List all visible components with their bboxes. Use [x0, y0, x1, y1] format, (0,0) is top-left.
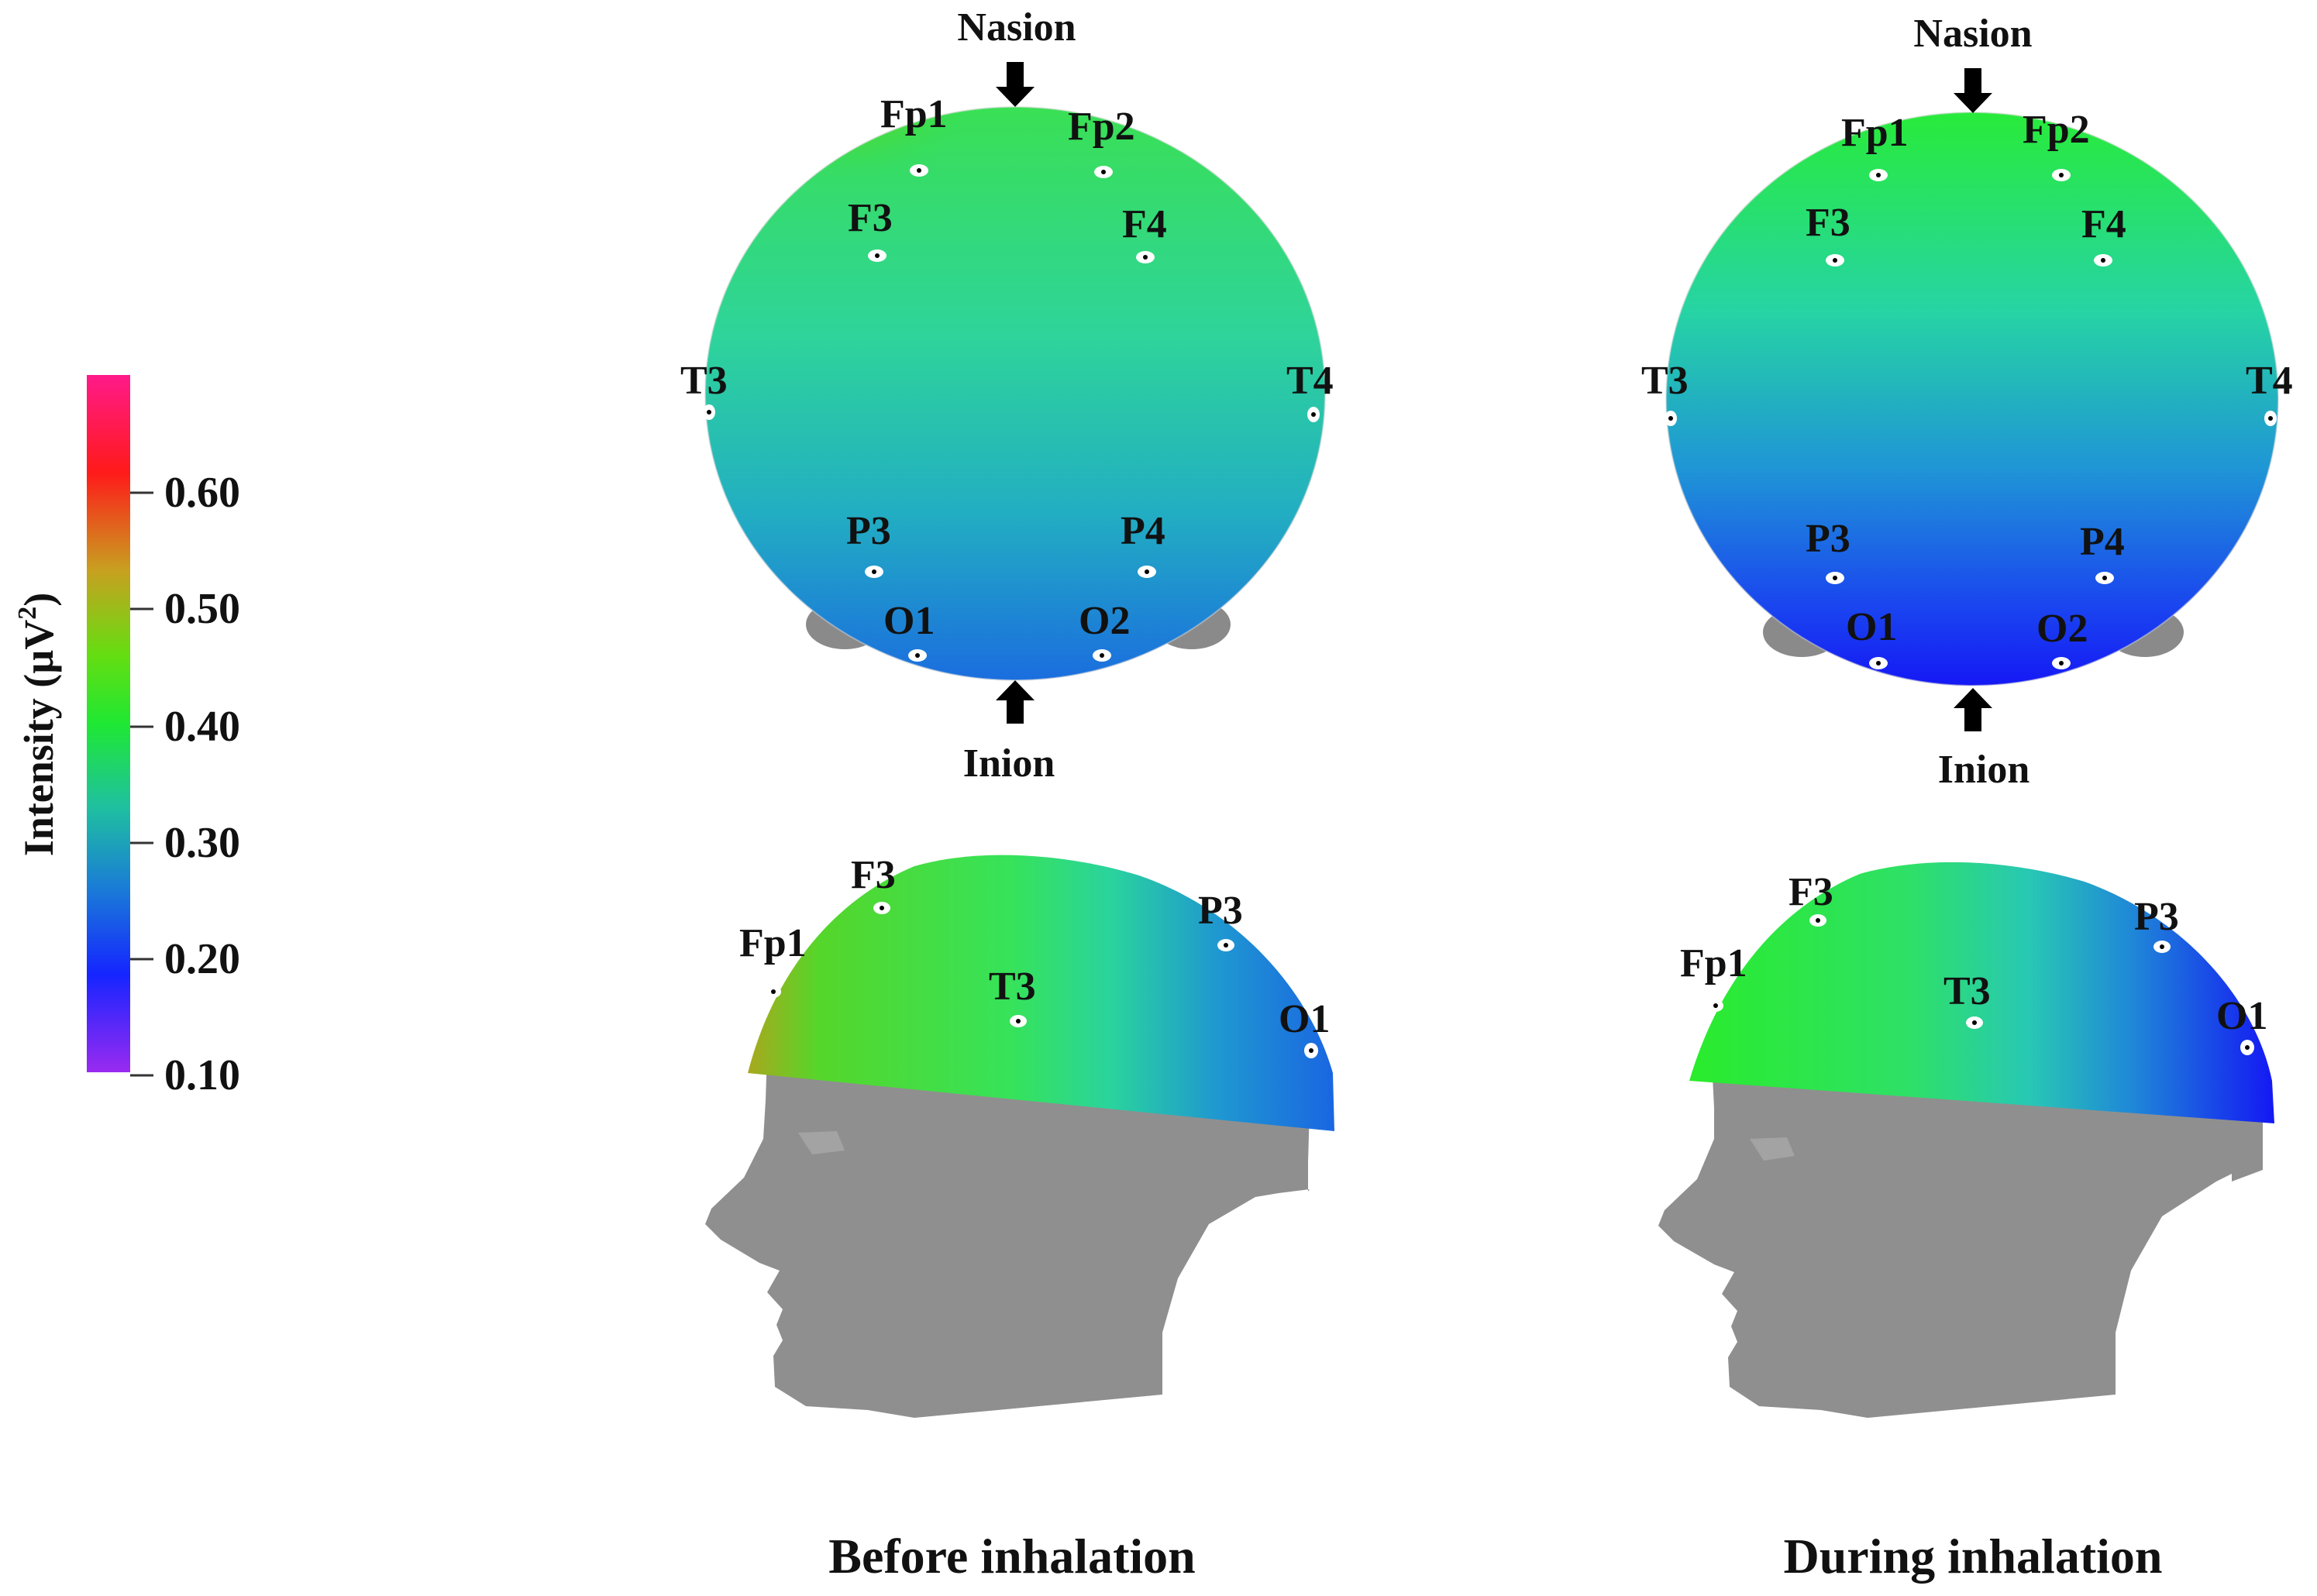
electrode-label: O2	[2036, 607, 2088, 651]
electrode-label: Fp1	[739, 921, 807, 965]
panel-caption-before: Before inhalation	[828, 1529, 1196, 1584]
electrode-marker	[1869, 657, 1888, 669]
panel-before-top-view: Nasion Inion Fp1 Fp2 F3 F4 T3 T4 P3 P4 O…	[680, 5, 1334, 786]
electrode-label: P3	[1806, 517, 1851, 561]
electrode-marker	[1809, 914, 1826, 927]
electrode-label: O1	[1846, 605, 1897, 649]
electrode-marker	[2052, 657, 2071, 669]
electrode-marker	[1136, 251, 1155, 263]
electrode-marker	[1826, 254, 1844, 267]
electrode-label: T3	[680, 359, 728, 403]
scalp-map	[1689, 862, 2274, 1123]
electrode-label: F4	[1122, 202, 1167, 246]
electrode-marker	[1665, 411, 1677, 426]
electrode-marker	[2094, 254, 2112, 267]
electrode-label: O2	[1079, 599, 1130, 643]
electrode-marker	[873, 902, 890, 914]
electrode-label: Fp1	[880, 92, 948, 136]
electrode-label: F3	[848, 196, 893, 240]
inion-arrow	[996, 680, 1035, 724]
electrode-label: Fp2	[1068, 105, 1135, 149]
electrode-marker	[908, 649, 927, 662]
scalp-map	[748, 855, 1334, 1131]
electrode-label: F3	[851, 853, 896, 897]
electrode-marker	[2052, 169, 2071, 181]
colorbar-gradient	[87, 375, 130, 1072]
colorbar-tick-label: 0.20	[164, 935, 240, 983]
electrode-marker	[1966, 1016, 1983, 1029]
panel-during-side-view: Fp1 F3 T3 P3 O1	[1658, 862, 2274, 1418]
head-silhouette	[1658, 1077, 2263, 1418]
electrode-label: F4	[2081, 202, 2126, 246]
electrode-label: F3	[1806, 201, 1851, 245]
electrode-marker	[1826, 572, 1844, 584]
colorbar: 0.60 0.50 0.40 0.30 0.20 0.10 Intensity …	[13, 375, 240, 1099]
inion-label: Inion	[963, 741, 1055, 786]
electrode-label: P3	[1198, 889, 1243, 933]
electrode-marker	[1093, 649, 1111, 662]
electrode-marker	[1010, 1015, 1027, 1027]
electrode-marker	[1138, 566, 1156, 578]
panel-caption-during: During inhalation	[1783, 1529, 2162, 1584]
electrode-marker	[2240, 1040, 2254, 1055]
head-silhouette	[705, 1054, 1310, 1418]
electrode-marker	[703, 404, 715, 420]
electrode-label: O1	[2216, 994, 2267, 1038]
electrode-marker	[1869, 169, 1888, 181]
inion-label: Inion	[1938, 748, 2030, 792]
electrode-label: P4	[1121, 509, 1165, 553]
inion-arrow	[1954, 688, 1992, 731]
electrode-label: Fp1	[1680, 941, 1747, 985]
panel-before-side-view: Fp1 F3 T3 P3 O1	[705, 853, 1334, 1418]
electrode-marker	[1708, 999, 1723, 1012]
electrode-marker	[1307, 407, 1320, 422]
electrode-label: T4	[1286, 359, 1334, 403]
scalp-map	[1665, 112, 2279, 686]
colorbar-tick-label: 0.10	[164, 1051, 240, 1099]
electrode-label: T3	[989, 965, 1036, 1009]
eye-shape	[798, 1131, 845, 1154]
panel-during-top-view: Nasion Inion Fp1 Fp2 F3 F4 T3 T4 P3 P4 O…	[1641, 12, 2293, 792]
electrode-label: O1	[1279, 997, 1330, 1041]
electrode-marker	[910, 164, 928, 177]
colorbar-tick-label: 0.60	[164, 469, 240, 517]
colorbar-title: Intensity (µV2)	[13, 593, 62, 857]
eye-shape	[1750, 1137, 1795, 1161]
electrode-label: Fp2	[2023, 108, 2090, 152]
electrode-marker	[865, 566, 883, 578]
electrode-label: P3	[846, 509, 891, 553]
nasion-label: Nasion	[1913, 12, 2032, 56]
electrode-label: Fp1	[1841, 111, 1909, 155]
nasion-label: Nasion	[957, 5, 1076, 50]
nasion-arrow	[996, 62, 1035, 107]
electrode-label: P3	[2134, 895, 2179, 939]
colorbar-tick-label: 0.50	[164, 585, 240, 633]
electrode-label: P4	[2080, 520, 2125, 564]
electrode-marker	[766, 985, 781, 998]
electrode-label: T3	[1641, 359, 1689, 403]
electrode-marker	[2095, 572, 2114, 584]
electrode-marker	[1217, 939, 1234, 951]
electrode-marker	[1094, 166, 1113, 178]
electrode-label: O1	[883, 599, 935, 643]
colorbar-tick-label: 0.40	[164, 703, 240, 751]
electrode-marker	[2264, 411, 2277, 426]
electrode-label: T4	[2246, 359, 2293, 403]
electrode-marker	[868, 249, 887, 262]
electrode-label: F3	[1789, 870, 1833, 914]
electrode-marker	[2153, 941, 2171, 953]
electrode-marker	[1304, 1043, 1318, 1058]
nasion-arrow	[1954, 68, 1992, 113]
colorbar-tick-label: 0.30	[164, 819, 240, 867]
electrode-label: T3	[1943, 969, 1991, 1013]
